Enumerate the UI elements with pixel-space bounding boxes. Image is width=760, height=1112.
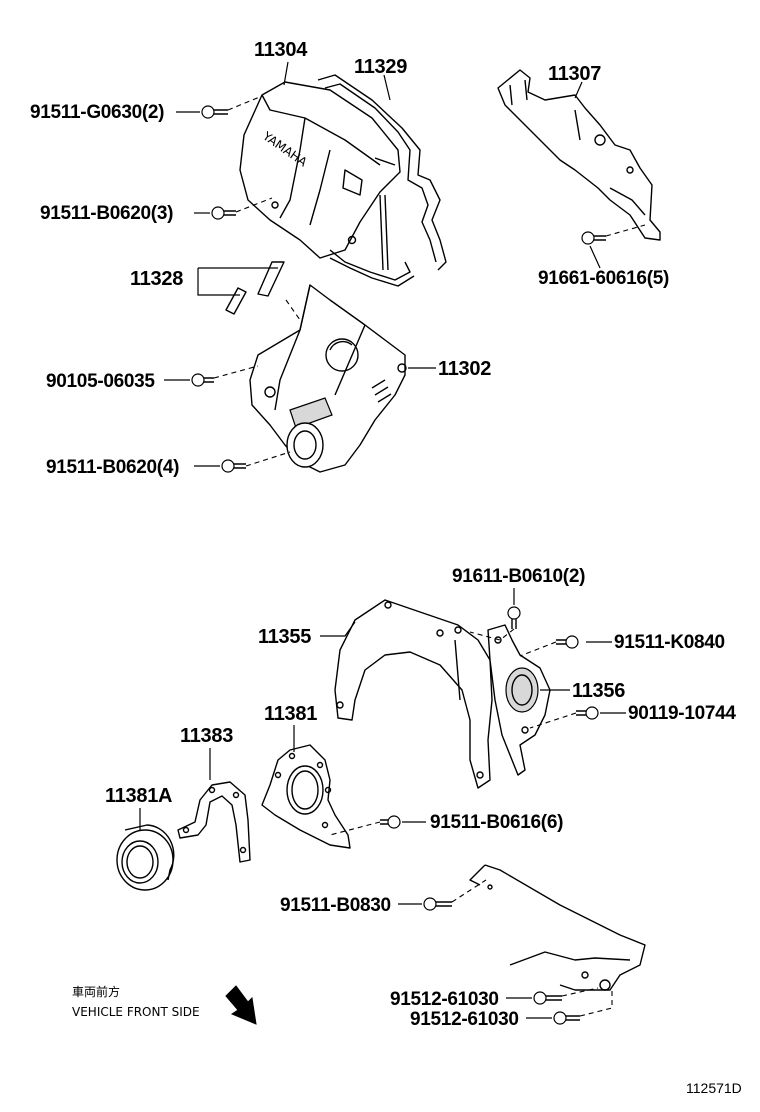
retainer-gasket — [261, 744, 351, 849]
diagram-code: 112571D — [686, 1080, 742, 1096]
label-11356[interactable]: 11356 — [572, 680, 625, 702]
label-11328[interactable]: 11328 — [130, 268, 183, 290]
label-91611-b0610[interactable]: 91611-B0610(2) — [452, 566, 585, 587]
label-91511-b0620-4[interactable]: 91511-B0620(4) — [46, 457, 179, 478]
label-11307[interactable]: 11307 — [548, 63, 601, 85]
bolt-hardware — [191, 105, 606, 1025]
timing-plate — [497, 69, 661, 241]
label-91511-b0620-3[interactable]: 91511-B0620(3) — [40, 203, 173, 224]
vehicle-front-japanese: 車両前方 — [72, 984, 120, 999]
leader-lines — [139, 61, 626, 1019]
label-11304[interactable]: 11304 — [254, 39, 308, 61]
label-11381a[interactable]: 11381A — [105, 785, 172, 807]
engine-back-plate — [334, 599, 493, 789]
label-11383[interactable]: 11383 — [180, 725, 233, 747]
label-11355[interactable]: 11355 — [258, 626, 311, 648]
dowel-pins — [225, 261, 285, 315]
label-11329[interactable]: 11329 — [354, 56, 407, 78]
oil-seal-retainer — [487, 624, 551, 776]
label-11302[interactable]: 11302 — [438, 358, 491, 380]
arrow-down-right-icon — [225, 985, 257, 1025]
label-91512-61030-a[interactable]: 91512-61030 — [390, 989, 499, 1010]
label-90119-10744[interactable]: 90119-10744 — [628, 703, 737, 724]
oil-pan-section — [469, 864, 646, 991]
label-91661-60616[interactable]: 91661-60616(5) — [538, 268, 669, 289]
crankshaft-oil-seal — [116, 824, 175, 891]
label-90105-06035[interactable]: 90105-06035 — [46, 371, 156, 392]
label-91511-k0840[interactable]: 91511-K0840 — [614, 632, 725, 653]
label-91511-b0616[interactable]: 91511-B0616(6) — [430, 812, 563, 833]
vehicle-front-english: VEHICLE FRONT SIDE — [72, 1005, 200, 1019]
assembly-dashed-lines — [213, 95, 646, 1017]
cover-gasket — [317, 74, 447, 287]
lower-timing-cover — [249, 284, 407, 473]
label-11381[interactable]: 11381 — [264, 703, 317, 725]
upper-timing-cover: YAMAHA — [239, 81, 401, 259]
horseshoe-gasket — [177, 781, 251, 863]
label-91512-61030-b[interactable]: 91512-61030 — [410, 1009, 519, 1030]
label-91511-g0630[interactable]: 91511-G0630(2) — [30, 102, 164, 123]
label-91511-b0830[interactable]: 91511-B0830 — [280, 895, 391, 916]
